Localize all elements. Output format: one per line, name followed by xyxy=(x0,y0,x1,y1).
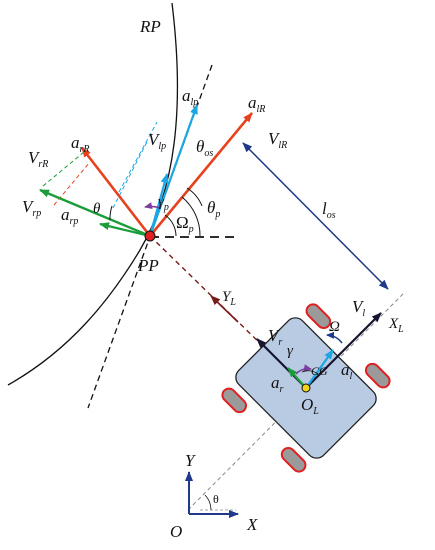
V-l-vector xyxy=(305,312,382,389)
global-theta-label: θ xyxy=(213,492,219,506)
gamma-label: γ xyxy=(287,343,294,359)
a-r-label: ar xyxy=(271,373,284,395)
a-rR-vector xyxy=(80,147,152,237)
rp-label: RP xyxy=(139,17,161,36)
theta-arc xyxy=(109,205,113,221)
y-l-axis-arrow xyxy=(210,295,239,323)
a-rp-label: arp xyxy=(61,205,78,227)
a-rR-label: arR xyxy=(71,133,90,155)
global-X-label: X xyxy=(246,515,258,534)
a-lR-vector xyxy=(148,112,254,237)
V-rR-label: VrR xyxy=(28,148,48,170)
cg-label: CG xyxy=(311,364,328,378)
pp-label: PP xyxy=(137,256,159,275)
V-r-label: Vr xyxy=(268,326,282,348)
cg-point xyxy=(301,383,311,393)
V-lR-label: VlR xyxy=(268,129,287,151)
theta-p-arc xyxy=(181,196,201,237)
wheel-front-right xyxy=(280,446,307,473)
theta-os-label: θos xyxy=(196,137,213,159)
pp-point xyxy=(144,230,156,242)
Y-L-label: YL xyxy=(222,289,236,308)
a-lp-vector xyxy=(148,104,199,237)
wheel-rear-left xyxy=(305,303,332,330)
a-lp-label: alp xyxy=(182,86,198,108)
V-rp-vector xyxy=(39,188,151,238)
l-os-dimension-arrow xyxy=(242,142,389,290)
V-lp-label: Vlp xyxy=(148,130,166,152)
gamma-p-label: γp xyxy=(158,194,169,213)
helper-dashed-1 xyxy=(118,121,158,193)
theta-label: θ xyxy=(93,201,101,217)
global-theta-arc xyxy=(204,494,212,511)
V-rp-label: Vrp xyxy=(22,197,41,219)
X-L-label: XL xyxy=(388,316,404,335)
a-l-vector xyxy=(305,349,334,389)
wheel-front-left xyxy=(364,362,391,389)
a-lR-label: alR xyxy=(248,93,265,115)
V-lp-vector xyxy=(148,173,169,237)
omega-p-label: Ωp xyxy=(176,213,194,235)
O-L-label: OL xyxy=(301,395,319,417)
theta-p-label: θp xyxy=(207,198,220,220)
gamma-p-arc xyxy=(144,202,161,210)
wheel-rear-right xyxy=(221,387,248,414)
gamma-rotation-arc xyxy=(295,364,312,375)
helper-dashed-2 xyxy=(112,139,149,209)
helper-dashed-3 xyxy=(42,151,85,187)
omega-p-arc xyxy=(164,214,177,237)
vehicle-axis-line xyxy=(187,292,405,511)
global-O-label: O xyxy=(170,522,182,541)
global-Y-label: Y xyxy=(185,451,196,470)
omega-rotation-arc xyxy=(326,331,343,344)
theta-os-arc xyxy=(186,187,203,207)
a-l-label: al xyxy=(341,360,353,382)
a-rp-vector xyxy=(99,222,151,238)
V-l-label: Vl xyxy=(352,297,365,319)
omega-label: Ω xyxy=(329,319,340,335)
reference-path-curve xyxy=(7,2,179,386)
l-os-label: los xyxy=(322,199,336,221)
vehicle-theta-arc xyxy=(301,370,319,375)
